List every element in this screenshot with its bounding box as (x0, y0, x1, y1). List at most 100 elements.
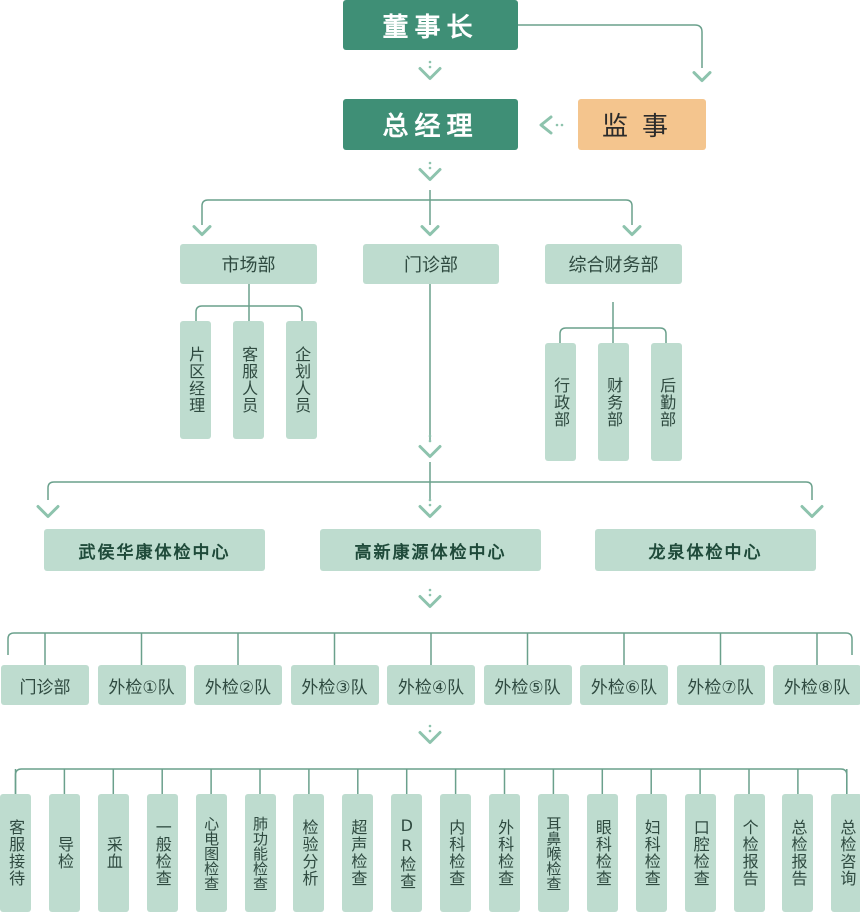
arrow-dot (428, 588, 432, 592)
center-wuhou: 武侯华康体检中心 (44, 529, 265, 571)
team-box: 外检⑥队 (580, 665, 668, 705)
service-box: 心电图检查 (195, 794, 227, 912)
connector-line (201, 199, 633, 225)
service-box: 个检报告 (733, 794, 765, 912)
arrow-down-icon (418, 731, 442, 744)
arrow-down-icon (192, 225, 212, 237)
service-label: 眼科检查 (592, 819, 612, 887)
service-label: DR检查 (397, 816, 417, 890)
arrow-down-icon (418, 595, 442, 608)
service-label: 个检报告 (739, 819, 759, 887)
dept-market: 市场部 (180, 244, 317, 284)
connector-line (518, 24, 703, 68)
service-label: 总检报告 (788, 819, 808, 887)
team-label: 外检⑧队 (783, 677, 851, 698)
center-longquan: 龙泉体检中心 (595, 529, 816, 571)
service-box: 总检报告 (782, 794, 814, 912)
arrow-dot (428, 593, 432, 597)
team-box: 外检⑤队 (483, 665, 572, 705)
team-box: 外检④队 (387, 665, 475, 705)
service-box: DR检查 (391, 794, 423, 912)
arrow-dot (428, 498, 432, 502)
center-gaoxin: 高新康源体检中心 (320, 529, 541, 571)
team-box: 外检⑧队 (773, 665, 860, 705)
service-box: 口腔检查 (684, 794, 716, 912)
connector-line (14, 768, 848, 794)
dept-label: 门诊部 (404, 255, 458, 276)
service-box: 一般检查 (146, 794, 178, 912)
service-box: 超声检查 (342, 794, 374, 912)
arrow-dot (555, 123, 559, 127)
team-label: 外检②队 (204, 677, 272, 698)
market-sub-item: 企划人员 (286, 321, 317, 439)
dept-label: 市场部 (221, 255, 276, 276)
arrow-dot (428, 724, 432, 728)
service-label: 导检 (54, 836, 74, 870)
arrow-dot (428, 503, 432, 507)
arrow-dot (428, 166, 432, 170)
arrow-down-icon (418, 445, 442, 458)
team-label: 外检⑤队 (494, 677, 561, 698)
service-box: 内科检查 (440, 794, 472, 912)
chairman-label: 董事长 (382, 12, 479, 43)
team-box: 外检②队 (194, 665, 282, 705)
arrow-dot (428, 439, 432, 443)
arrow-dot (428, 65, 432, 69)
service-label: 妇科检查 (641, 819, 661, 887)
market-sub-item: 客服人员 (233, 321, 264, 439)
service-box: 总检咨询 (831, 794, 860, 912)
finance-sub-item: 行政部 (545, 343, 576, 461)
service-label: 采血 (103, 836, 123, 870)
service-box: 眼科检查 (586, 794, 618, 912)
service-label: 总检咨询 (837, 819, 857, 887)
supervisor-box: 监事 (578, 99, 706, 150)
finance-sub-item: 后勤部 (651, 343, 682, 461)
service-label: 一般检查 (152, 819, 172, 887)
service-label: 口腔检查 (690, 819, 710, 887)
arrow-down-icon (692, 71, 712, 83)
team-label: 外检③队 (301, 677, 368, 698)
service-label: 外科检查 (495, 819, 515, 887)
arrow-dot (428, 161, 432, 165)
service-box: 耳鼻喉检查 (537, 794, 569, 912)
finance-sub-item: 财务部 (598, 343, 629, 461)
arrow-left-icon (539, 115, 553, 135)
service-label: 客服接待 (6, 819, 26, 887)
market-sub-item: 片区经理 (180, 321, 211, 439)
arrow-dot (428, 434, 432, 438)
arrow-dot (428, 729, 432, 733)
service-box: 客服接待 (0, 794, 31, 912)
team-label: 外检⑦队 (687, 677, 754, 698)
team-box: 外检⑦队 (676, 665, 765, 705)
service-label: 内科检查 (446, 819, 466, 887)
team-label: 外检④队 (397, 677, 465, 698)
arrow-dot (428, 60, 432, 64)
arrow-down-icon (800, 505, 824, 518)
team-label: 外检⑥队 (590, 677, 658, 698)
arrow-down-icon (420, 225, 440, 237)
team-box: 外检③队 (290, 665, 379, 705)
arrow-down-icon (418, 67, 442, 80)
chairman-box: 董事长 (343, 0, 518, 50)
general-manager-box: 总经理 (343, 99, 518, 150)
team-label: 门诊部 (19, 677, 71, 698)
service-label: 超声检查 (348, 819, 368, 887)
dept-finance: 综合财务部 (545, 244, 682, 284)
service-box: 肺功能检查 (244, 794, 276, 912)
service-label: 肺功能检查 (251, 815, 269, 891)
service-label: 心电图检查 (202, 815, 221, 891)
service-label: 耳鼻喉检查 (544, 815, 563, 891)
dept-label: 综合财务部 (568, 255, 659, 276)
arrow-down-icon (36, 505, 60, 518)
team-label: 外检①队 (108, 677, 175, 698)
supervisor-label: 监事 (601, 112, 682, 142)
service-box: 采血 (97, 794, 129, 912)
service-box: 导检 (48, 794, 80, 912)
team-box: 门诊部 (1, 665, 89, 705)
service-box: 检验分析 (293, 794, 325, 912)
arrow-down-icon (622, 225, 642, 237)
general-manager-label: 总经理 (382, 112, 479, 142)
team-box: 外检①队 (97, 665, 186, 705)
connector-line (7, 632, 853, 655)
